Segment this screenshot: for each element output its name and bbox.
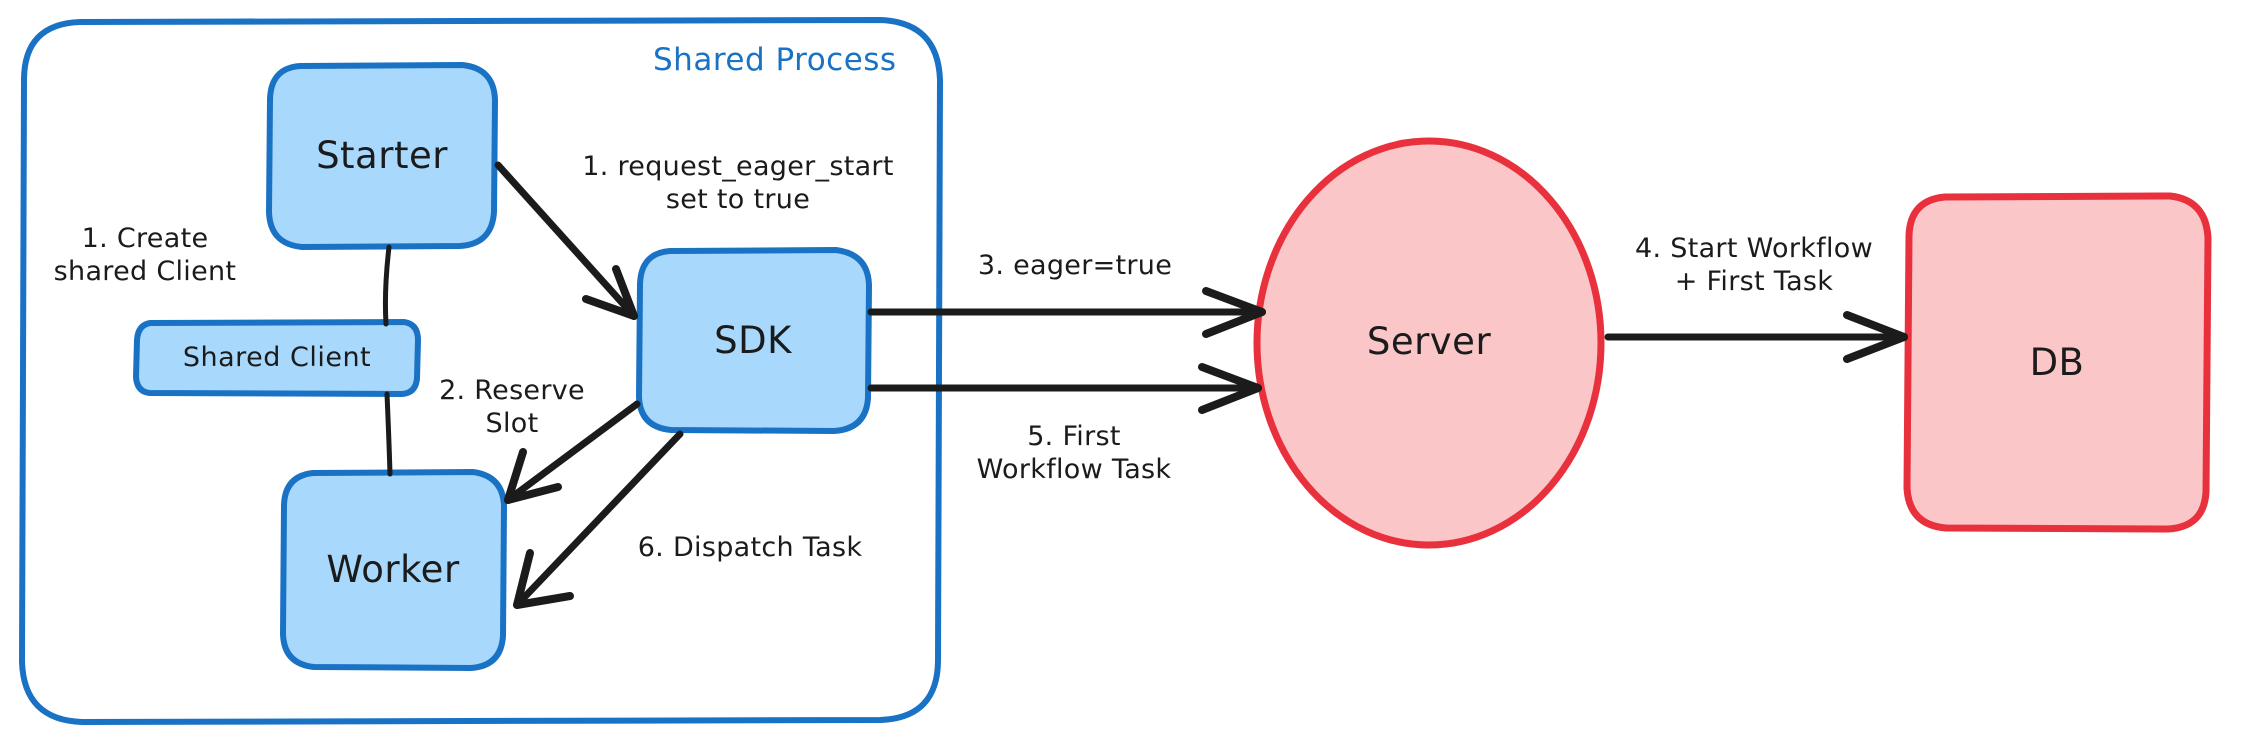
edge-label-first-workflow-task: 5. First Workflow Task bbox=[976, 421, 1172, 485]
group-title-shared-process: Shared Process bbox=[653, 42, 897, 78]
node-db-shape[interactable] bbox=[1903, 192, 2212, 533]
edge-sdk-to-server-first-task-line bbox=[867, 363, 1262, 414]
edge-starter-to-sdk-line bbox=[494, 161, 638, 320]
edge-label-reserve-slot: 2. Reserve Slot bbox=[439, 375, 585, 439]
edge-label-dispatch-task: 6. Dispatch Task bbox=[637, 531, 863, 563]
node-sdk-shape[interactable] bbox=[636, 247, 872, 434]
node-server-shape[interactable] bbox=[1253, 137, 1605, 549]
edge-label-start-workflow-first-task: 4. Start Workflow + First Task bbox=[1635, 233, 1873, 297]
group-shared-process bbox=[19, 17, 943, 725]
shared-process-border bbox=[19, 17, 943, 725]
edge-server-to-db-line bbox=[1604, 311, 1908, 363]
edge-sdk-to-worker-dispatch-line bbox=[513, 430, 684, 609]
edge-sdk-to-server-eager-line bbox=[867, 287, 1266, 338]
node-shared-client-shape[interactable] bbox=[133, 319, 421, 397]
edge-starter-to-shared-client-line bbox=[382, 244, 393, 477]
edge-label-request-eager-start: 1. request_eager_start set to true bbox=[582, 151, 894, 215]
edge-label-eager-true: 3. eager=true bbox=[977, 249, 1173, 281]
node-worker-shape[interactable] bbox=[280, 469, 507, 671]
edge-sdk-to-worker-reserve-line bbox=[504, 400, 641, 504]
edge-label-create-shared-client: 1. Create shared Client bbox=[53, 223, 237, 287]
node-starter-shape[interactable] bbox=[266, 62, 498, 250]
